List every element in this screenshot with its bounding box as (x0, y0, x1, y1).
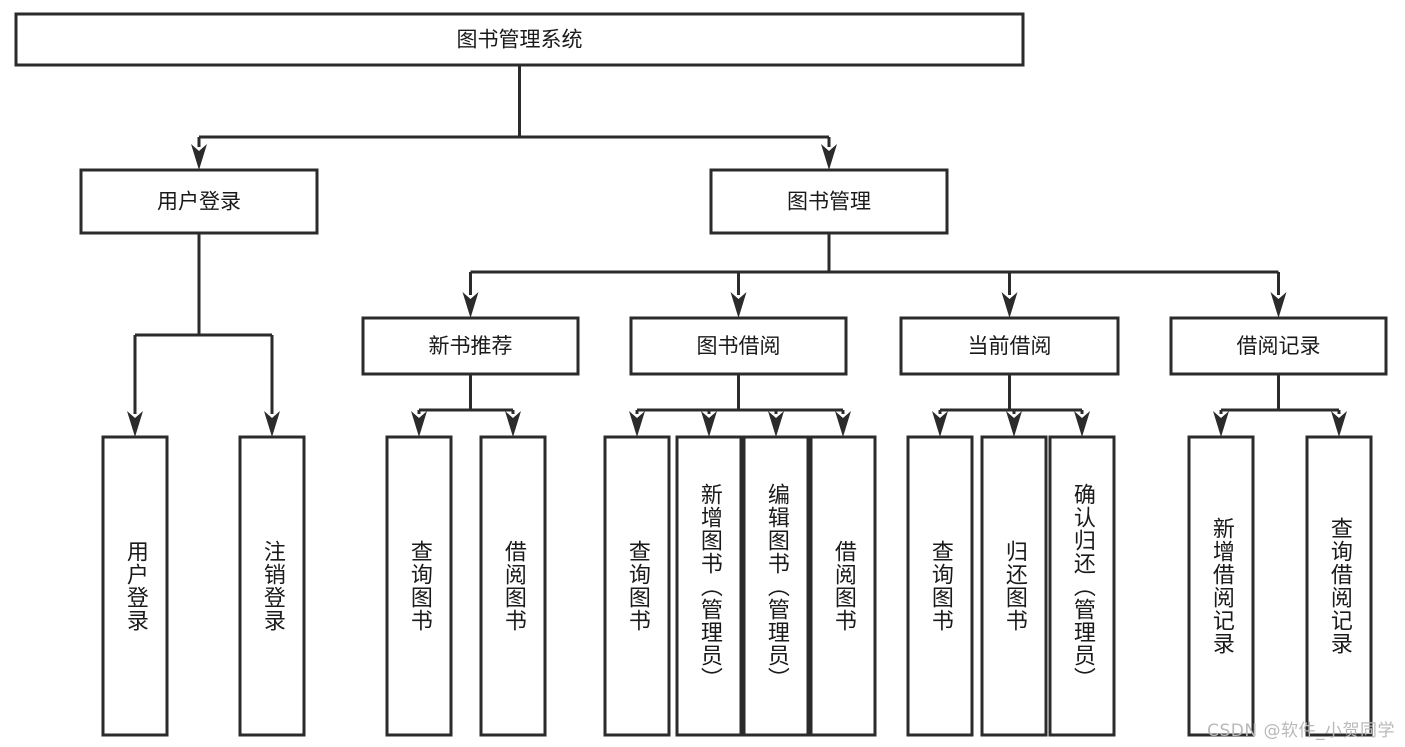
node-root[interactable] (14, 12, 1025, 67)
node-leaf-user-logout[interactable] (238, 435, 306, 737)
node-borrow-record[interactable] (1169, 316, 1388, 376)
node-leaf-query-book-3[interactable] (906, 435, 974, 737)
node-book-borrow[interactable] (629, 316, 848, 376)
node-leaf-edit-book[interactable] (742, 435, 810, 737)
node-leaf-confirm-return[interactable] (1048, 435, 1116, 737)
connector-lines (127, 65, 1347, 437)
node-label-user-login: 用户登录 (157, 190, 241, 214)
node-label-book-management: 图书管理 (787, 190, 871, 214)
node-leaf-add-book[interactable] (675, 435, 743, 737)
node-leaf-query-book-1[interactable] (385, 435, 453, 737)
node-leaf-query-book-2[interactable] (603, 435, 671, 737)
node-book-management[interactable] (709, 168, 949, 235)
node-label-root: 图书管理系统 (457, 28, 583, 52)
node-leaf-user-login[interactable] (101, 435, 169, 737)
node-new-book-recommend[interactable] (361, 316, 580, 376)
node-leaf-borrow-book-1[interactable] (479, 435, 547, 737)
node-boxes (14, 12, 1388, 737)
node-user-login[interactable] (79, 168, 319, 235)
node-label-current-borrow: 当前借阅 (968, 334, 1052, 358)
node-label-new-book-recommend: 新书推荐 (429, 334, 513, 358)
node-label-book-borrow: 图书借阅 (697, 334, 781, 358)
node-leaf-query-record[interactable] (1305, 435, 1373, 737)
node-leaf-add-record[interactable] (1187, 435, 1255, 737)
node-leaf-return-book[interactable] (980, 435, 1048, 737)
node-leaf-borrow-book-2[interactable] (809, 435, 877, 737)
node-label-borrow-record: 借阅记录 (1237, 334, 1321, 358)
node-current-borrow[interactable] (899, 316, 1120, 376)
